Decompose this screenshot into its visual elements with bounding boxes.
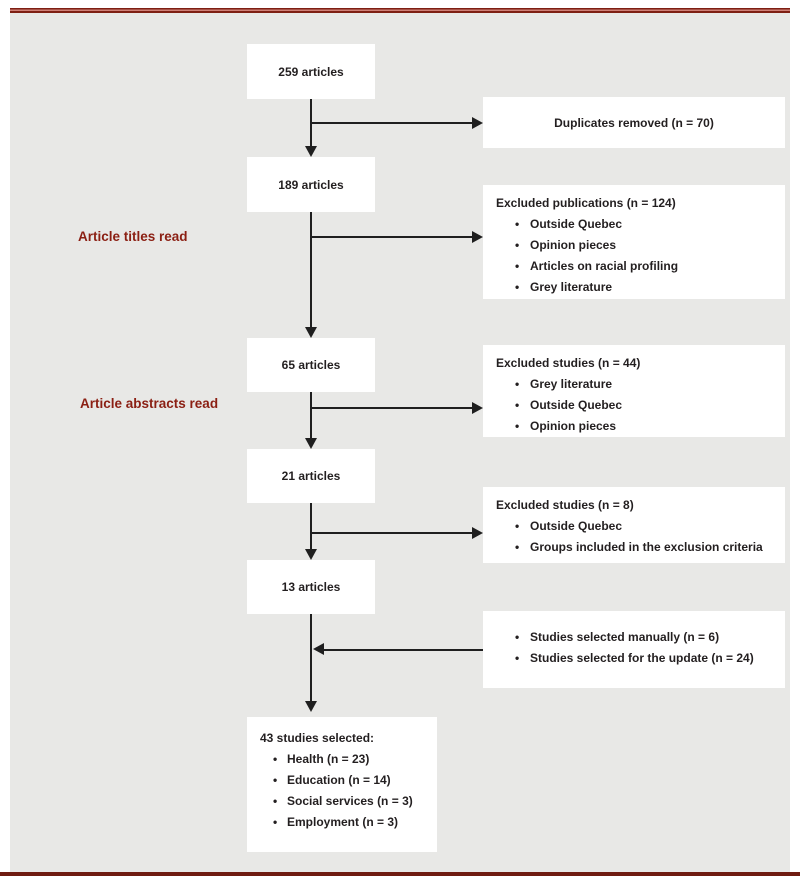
stage-label-abstracts-read: Article abstracts read [80,396,219,411]
side-box-studies-added: Studies selected manually (n = 6) Studie… [483,611,785,688]
flow-arrow-line [310,614,312,701]
flow-arrow-line [310,392,312,438]
branch-arrow-line [311,532,472,534]
bullet-item: Opinion pieces [483,235,785,256]
flow-box-label: 65 articles [281,358,341,372]
left-arrowhead-icon [313,643,324,655]
side-box-title: Excluded publications (n = 124) [496,196,676,210]
down-arrowhead-icon [305,701,317,712]
side-box-bullet-list: Grey literature Outside Quebec Opinion p… [483,374,785,437]
flow-box-label: 189 articles [278,177,344,192]
bullet-item: Outside Quebec [483,214,785,235]
bullet-item: Studies selected manually (n = 6) [483,627,785,648]
side-box-bullet-list: Studies selected manually (n = 6) Studie… [483,627,785,669]
bullet-item: Studies selected for the update (n = 24) [483,648,785,669]
stage-label-titles-read: Article titles read [78,229,188,244]
flow-box-13-articles: 13 articles [247,560,375,614]
bullet-item: Social services (n = 3) [247,791,437,812]
bullet-item: Outside Quebec [483,516,785,537]
down-arrowhead-icon [305,549,317,560]
final-box-bullet-list: Health (n = 23) Education (n = 14) Socia… [247,749,437,833]
down-arrowhead-icon [305,438,317,449]
bullet-item: Opinion pieces [483,416,785,437]
bottom-rule [0,872,800,876]
flow-box-label: 259 articles [278,64,344,79]
bullet-item: Outside Quebec [483,395,785,416]
final-box-studies-selected: 43 studies selected: Health (n = 23) Edu… [247,717,437,852]
down-arrowhead-icon [305,146,317,157]
flow-box-label: 21 articles [281,469,341,483]
bullet-item: Employment (n = 3) [247,812,437,833]
side-box-title: Excluded studies (n = 44) [496,356,641,370]
side-box-bullet-list: Outside Quebec Opinion pieces Articles o… [483,214,785,298]
right-arrowhead-icon [472,527,483,539]
flow-box-label: 13 articles [281,580,341,594]
top-rule [10,8,790,13]
bullet-item: Articles on racial profiling [483,256,785,277]
right-arrowhead-icon [472,231,483,243]
bullet-item: Education (n = 14) [247,770,437,791]
side-box-excluded-studies-44: Excluded studies (n = 44) Grey literatur… [483,345,785,437]
bullet-item: Grey literature [483,374,785,395]
final-box-title: 43 studies selected: [260,731,375,745]
bullet-item: Groups included in the exclusion criteri… [483,537,785,558]
branch-arrow-line [311,407,472,409]
bullet-item: Health (n = 23) [247,749,437,770]
bullet-item: Grey literature [483,277,785,298]
down-arrowhead-icon [305,327,317,338]
right-arrowhead-icon [472,117,483,129]
side-box-excluded-publications: Excluded publications (n = 124) Outside … [483,185,785,299]
side-box-title: Excluded studies (n = 8) [496,498,634,512]
flow-box-65-articles: 65 articles [247,338,375,392]
branch-arrow-line [324,649,483,651]
flow-arrow-line [310,503,312,549]
side-box-excluded-studies-8: Excluded studies (n = 8) Outside Quebec … [483,487,785,563]
side-box-bullet-list: Outside Quebec Groups included in the ex… [483,516,785,558]
flow-box-189-articles: 189 articles [247,157,375,212]
side-box-title: Duplicates removed (n = 70) [554,115,714,130]
flow-box-21-articles: 21 articles [247,449,375,503]
flow-arrow-line [310,212,312,327]
right-arrowhead-icon [472,402,483,414]
flow-box-259-articles: 259 articles [247,44,375,99]
branch-arrow-line [311,236,472,238]
side-box-duplicates-removed: Duplicates removed (n = 70) [483,97,785,148]
branch-arrow-line [311,122,472,124]
